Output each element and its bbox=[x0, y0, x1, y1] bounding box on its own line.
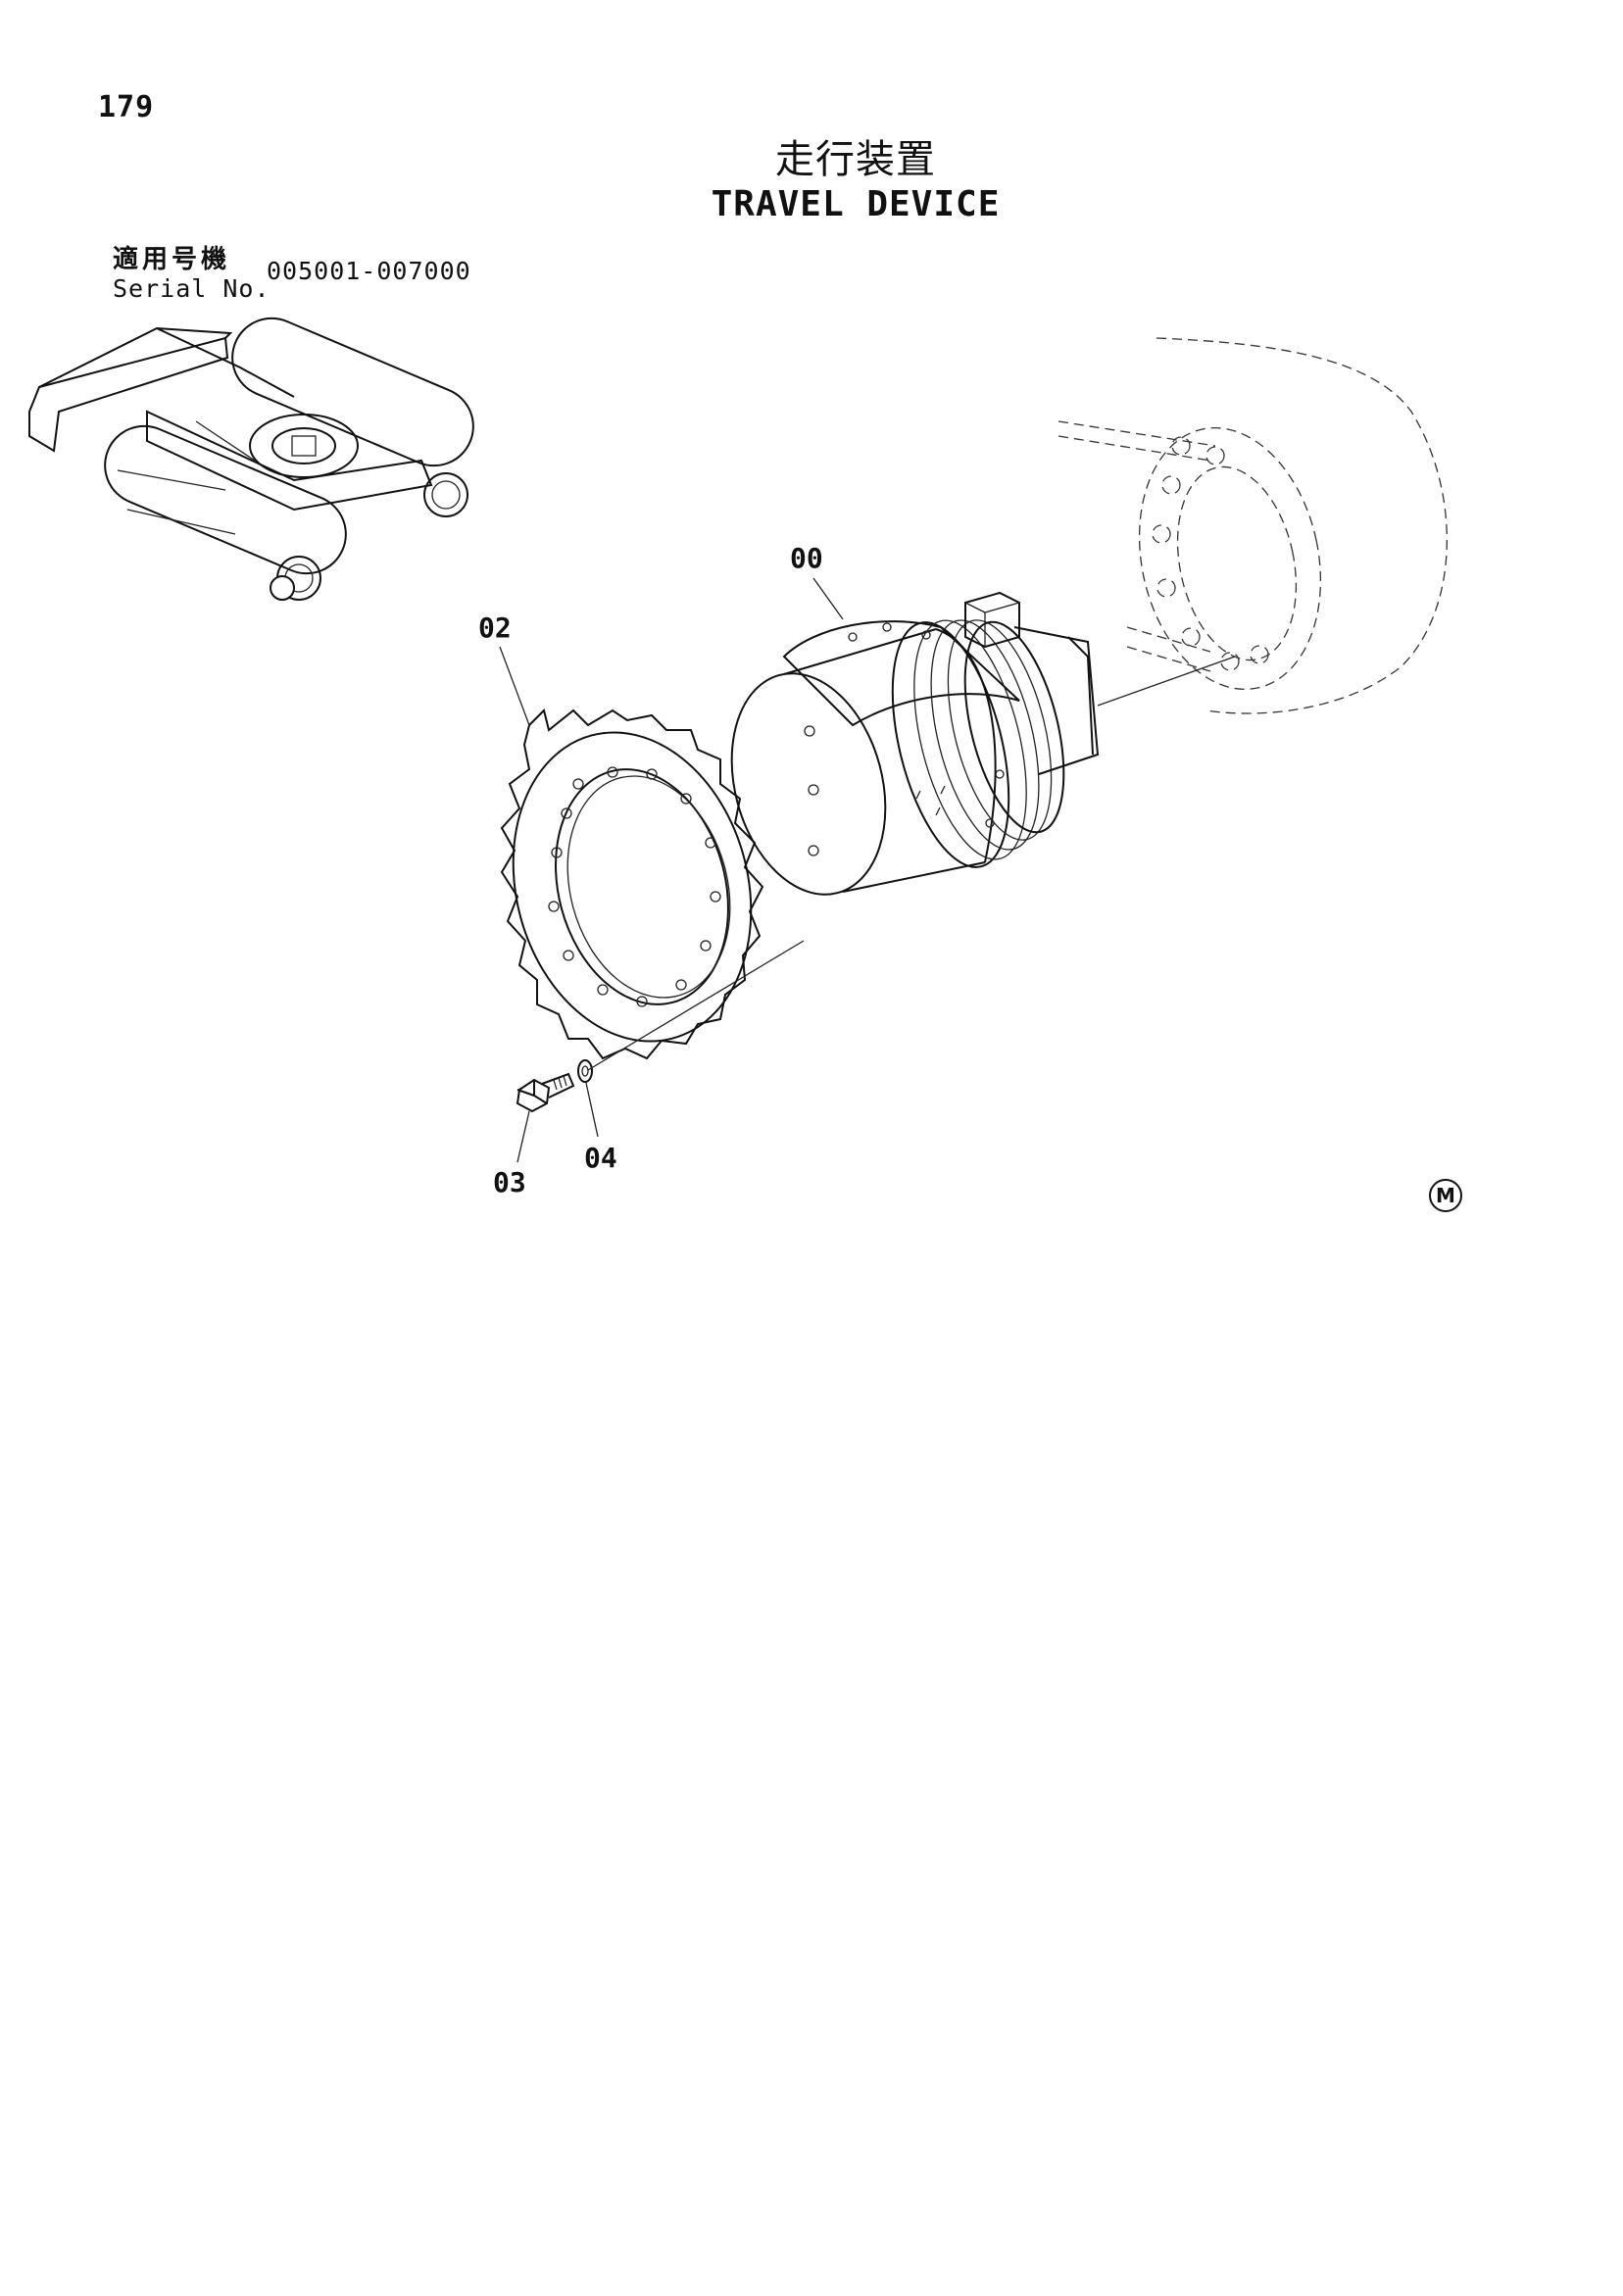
assembly-centerline bbox=[587, 656, 1236, 1071]
bolt bbox=[516, 1072, 575, 1113]
page-number: 179 bbox=[98, 90, 155, 124]
page-title: TRAVEL DEVICE bbox=[711, 184, 1001, 224]
callout-label-washer: 04 bbox=[584, 1142, 617, 1174]
serial-label: Serial No. bbox=[113, 274, 270, 303]
serial-label-japanese: 適用号機 bbox=[113, 245, 231, 274]
leader-lines bbox=[499, 577, 844, 1163]
undercarriage-thumbnail bbox=[28, 317, 474, 601]
circled-m-mark: M bbox=[1429, 1179, 1462, 1212]
track-frame-outline bbox=[1057, 337, 1448, 714]
travel-motor bbox=[730, 591, 1100, 896]
callout-label-sprocket: 02 bbox=[478, 611, 512, 644]
washer bbox=[577, 1059, 593, 1083]
callout-label-travel-motor: 00 bbox=[790, 542, 823, 574]
page-title-japanese: 走行装置 bbox=[775, 137, 936, 182]
sprocket bbox=[500, 708, 764, 1060]
serial-range: 005001-007000 bbox=[267, 257, 471, 285]
callout-label-bolt: 03 bbox=[493, 1166, 526, 1198]
